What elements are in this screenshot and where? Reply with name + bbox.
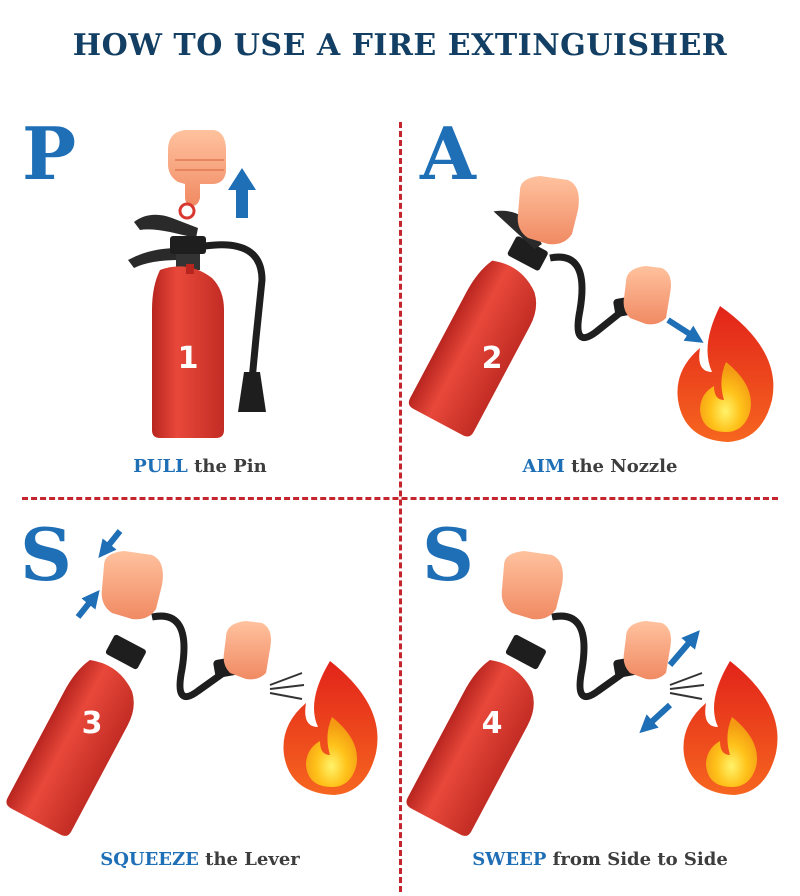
step-caption: AIM the Nozzle bbox=[400, 456, 800, 477]
step-panel-aim: A 2 AIM the Nozzle bbox=[400, 110, 800, 500]
press-arrows-icon bbox=[75, 529, 123, 619]
step-number: 1 bbox=[178, 341, 199, 376]
hand-icon bbox=[623, 266, 671, 325]
horizontal-divider bbox=[22, 497, 778, 500]
flame-icon bbox=[677, 306, 774, 442]
hand-icon bbox=[223, 621, 271, 680]
flame-icon bbox=[683, 661, 778, 795]
hand-icon bbox=[623, 621, 671, 680]
spray-icon bbox=[669, 672, 705, 700]
step-number: 4 bbox=[482, 706, 503, 741]
hand-icon bbox=[101, 551, 163, 620]
step-caption: PULL the Pin bbox=[0, 456, 400, 477]
extinguisher-icon bbox=[6, 634, 146, 836]
arrow-icon bbox=[666, 317, 704, 343]
step-caption: SQUEEZE the Lever bbox=[0, 849, 400, 870]
step-caption-text: from Side to Side bbox=[546, 849, 728, 870]
step-caption-text: the Lever bbox=[198, 849, 300, 870]
hand-icon bbox=[517, 176, 579, 245]
vertical-divider bbox=[399, 122, 402, 892]
hand-icon bbox=[168, 130, 226, 206]
extinguisher-icon bbox=[408, 210, 548, 437]
step-keyword: SQUEEZE bbox=[100, 849, 199, 870]
page-title: HOW TO USE A FIRE EXTINGUISHER bbox=[72, 28, 728, 63]
step-panel-sweep: S 4 SWEEP from Side to Side bbox=[400, 505, 800, 895]
step-caption-text: the Nozzle bbox=[564, 456, 678, 477]
step-letter: S bbox=[422, 512, 474, 597]
step-letter: P bbox=[22, 111, 77, 196]
step-keyword: AIM bbox=[522, 456, 565, 477]
step-panel-squeeze: S 3 SQUEEZE the Lever bbox=[0, 505, 400, 895]
spray-icon bbox=[269, 672, 305, 700]
flame-icon bbox=[283, 661, 378, 795]
step-caption-text: the Pin bbox=[187, 456, 267, 477]
step-letter: A bbox=[420, 111, 476, 196]
step-number: 2 bbox=[482, 341, 503, 376]
extinguisher-icon bbox=[406, 634, 546, 836]
sweep-arrow-icon bbox=[639, 630, 700, 734]
step-letter: S bbox=[20, 512, 72, 597]
step-keyword: PULL bbox=[133, 456, 188, 477]
hand-icon bbox=[501, 551, 563, 620]
step-caption: SWEEP from Side to Side bbox=[400, 849, 800, 870]
step-number: 3 bbox=[82, 706, 103, 741]
step-panel-pull: P 1 PULL the Pin bbox=[0, 110, 400, 500]
extinguisher-icon bbox=[128, 214, 266, 438]
pin-icon bbox=[178, 202, 196, 220]
up-arrow-icon bbox=[228, 168, 256, 218]
step-keyword: SWEEP bbox=[472, 849, 547, 870]
